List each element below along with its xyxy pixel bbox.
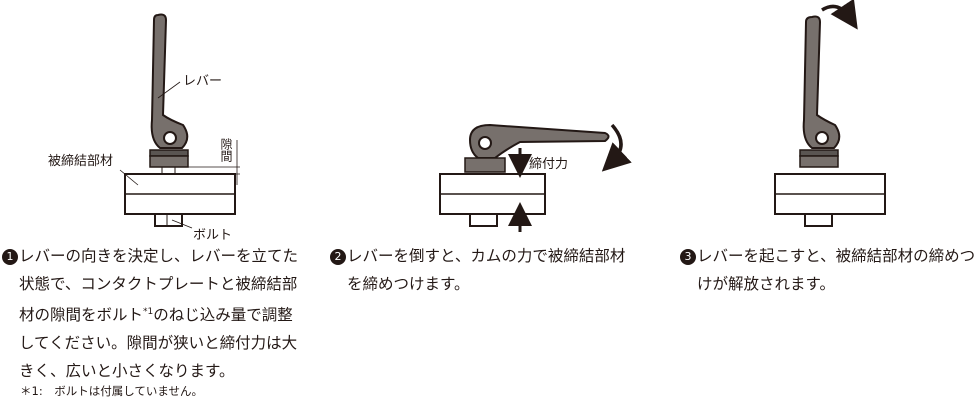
clamp-force-label: 締付力 xyxy=(529,157,569,172)
lever xyxy=(468,123,610,159)
contact-plate xyxy=(149,149,189,157)
step-text: 材の隙間をボルト xyxy=(19,306,144,325)
gap-label: 隙間 xyxy=(219,138,233,162)
footnote-ref: *1 xyxy=(143,307,154,317)
step-text: してください。隙間が狭いと締付力は大 xyxy=(19,334,298,353)
step-text: 状態で、コンタクトプレートと被締結部 xyxy=(19,275,298,293)
step-text: けが解放されます。 xyxy=(697,275,835,293)
step-text: きく、広いと小さくなります。 xyxy=(19,362,235,381)
rotate-arrow-icon xyxy=(601,123,632,172)
step-text: レバーを倒すと、カムの力で被締結部材 xyxy=(347,247,626,265)
clamp-diagram xyxy=(119,0,886,232)
panel-1-lever-up xyxy=(119,13,240,229)
panel-3-lever-up xyxy=(774,0,886,227)
step-text: のねじ込み量で調整 xyxy=(153,306,293,325)
bolt xyxy=(469,213,498,227)
bolt xyxy=(154,213,183,227)
lever xyxy=(150,13,189,149)
workpiece-label: 被締結部材 xyxy=(48,154,114,169)
lever-label: レバー xyxy=(183,74,223,89)
footnote: ＊1: ボルトは付属していません。 xyxy=(20,384,203,398)
step-number: 1 xyxy=(2,249,18,265)
contact-plate xyxy=(799,149,839,157)
contact-plate xyxy=(464,157,506,173)
step-text: レバーの向きを決定し、レバーを立てた xyxy=(19,247,299,265)
rotate-arrow-icon xyxy=(821,0,858,30)
step-text: を締めつけます。 xyxy=(347,275,470,293)
lever xyxy=(802,15,841,149)
bolt-label: ボルト xyxy=(193,228,233,243)
step-number: 3 xyxy=(680,249,696,265)
bolt xyxy=(804,213,833,227)
step-number: 2 xyxy=(330,249,346,265)
step-text: レバーを起こすと、被締結部材の締めつ xyxy=(697,247,976,265)
panel-2-lever-down xyxy=(439,123,632,232)
